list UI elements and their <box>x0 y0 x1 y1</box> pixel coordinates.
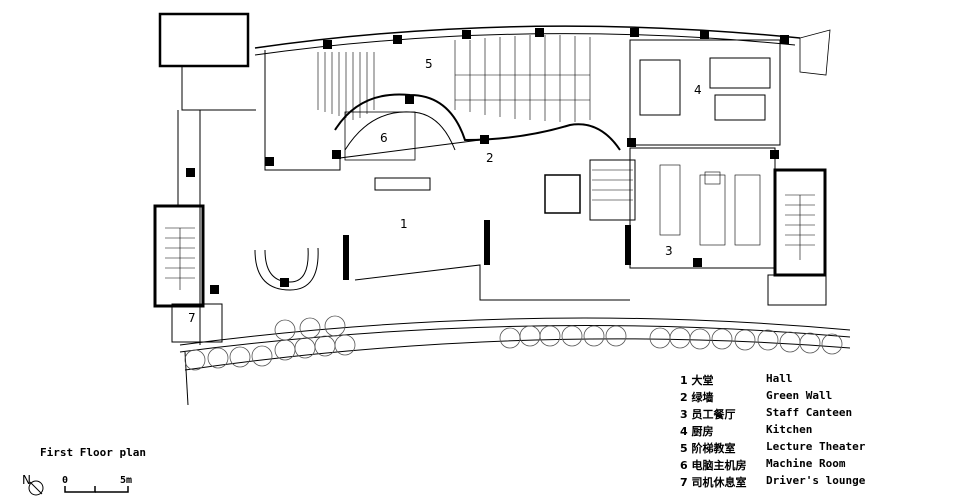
hall-bench <box>374 177 431 191</box>
north-label: N <box>22 473 31 487</box>
structural-columns <box>186 28 789 294</box>
room-number-7: 7 <box>188 311 196 325</box>
north-arrow-icon <box>28 480 44 496</box>
room-number-5: 5 <box>425 57 433 71</box>
scale-bar <box>64 486 129 493</box>
plan-title: First Floor plan <box>40 446 146 459</box>
room-number-1: 1 <box>400 217 408 231</box>
west-core <box>158 12 250 68</box>
legend-item-4-zh: 4 厨房 <box>680 425 714 438</box>
legend-item-1-zh: 1 大堂 <box>680 374 714 387</box>
drivers-lounge <box>171 303 223 343</box>
legend-item-7-zh: 7 司机休息室 <box>680 476 747 489</box>
room-number-2: 2 <box>486 151 494 165</box>
planters <box>184 315 843 371</box>
west-wall <box>177 110 201 345</box>
scale-zero: 0 <box>62 475 68 486</box>
machine-room <box>344 111 416 161</box>
legend-item-7-en: Driver's lounge <box>766 474 866 487</box>
central-stair <box>544 174 581 214</box>
legend-item-2-zh: 2 绿墙 <box>680 391 714 404</box>
legend-item-5-zh: 5 阶梯教室 <box>680 442 736 455</box>
room-number-3: 3 <box>665 244 673 258</box>
legend-item-2-en: Green Wall <box>766 389 833 402</box>
hall-seating <box>254 247 319 291</box>
legend-item-6-en: Machine Room <box>766 457 846 470</box>
room-number-6: 6 <box>380 131 388 145</box>
north-facade-wall <box>254 25 801 49</box>
west-stair <box>153 204 205 308</box>
legend-item-4-en: Kitchen <box>766 423 813 436</box>
kitchen <box>629 39 781 146</box>
legend-item-3-en: Staff Canteen <box>766 406 853 419</box>
legend-item-1-en: Hall <box>766 372 793 385</box>
staff-canteen <box>629 147 776 269</box>
legend-item-3-zh: 3 员工餐厅 <box>680 408 736 421</box>
scale-end: 5m <box>120 475 132 486</box>
green-wall-curve <box>334 93 621 151</box>
legend-item-5-en: Lecture Theater <box>766 440 866 453</box>
room-number-4: 4 <box>694 83 702 97</box>
lecture-theater-wall <box>264 50 481 171</box>
hall-south-wall <box>354 264 630 301</box>
legend-item-6-zh: 6 电脑主机房 <box>680 459 747 472</box>
